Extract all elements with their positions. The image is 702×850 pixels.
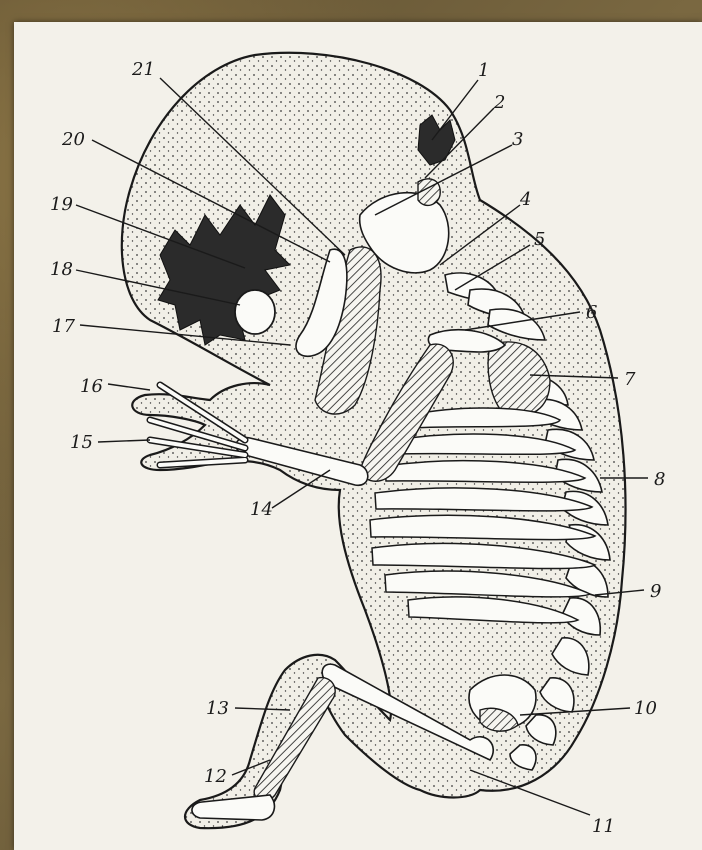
label-21: 21 [131, 59, 155, 80]
label-12: 12 [204, 766, 227, 787]
label-14: 14 [250, 499, 273, 520]
label-10: 10 [634, 698, 657, 719]
label-11: 11 [592, 816, 615, 837]
label-5: 5 [534, 229, 545, 250]
label-19: 19 [50, 194, 73, 215]
label-8: 8 [654, 469, 665, 490]
label-3: 3 [512, 129, 523, 150]
label-15: 15 [70, 432, 93, 453]
label-16: 16 [80, 376, 103, 397]
label-9: 9 [650, 581, 661, 602]
label-7: 7 [624, 369, 636, 390]
label-4: 4 [519, 189, 531, 210]
label-13: 13 [206, 698, 229, 719]
label-17: 17 [52, 316, 75, 337]
label-1: 1 [478, 60, 489, 81]
label-2: 2 [493, 92, 505, 113]
label-6: 6 [586, 302, 597, 323]
orbit [235, 290, 275, 334]
label-20: 20 [61, 129, 85, 150]
label-18: 18 [50, 259, 73, 280]
